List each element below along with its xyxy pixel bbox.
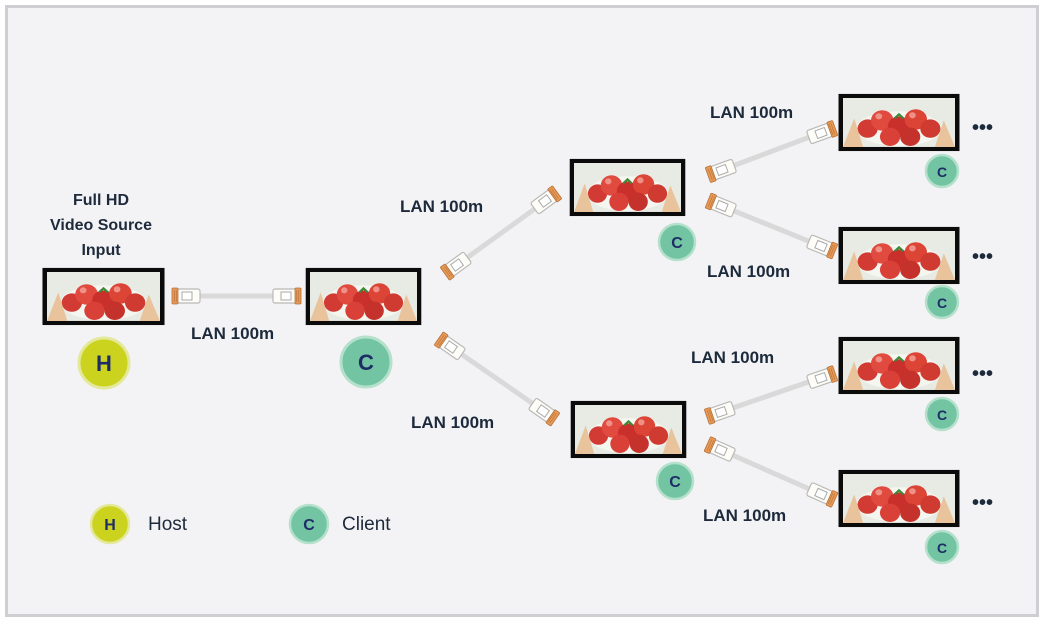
lan-label: LAN 100m bbox=[691, 348, 775, 367]
continuation-dots: ••• bbox=[972, 492, 993, 514]
legend-client-badge: C bbox=[288, 503, 330, 545]
video-display-client bbox=[570, 159, 686, 216]
continuation-dots: ••• bbox=[972, 246, 993, 268]
continuation-dots: ••• bbox=[972, 363, 993, 385]
legend-host-badge: H bbox=[89, 503, 131, 545]
source-caption-line: Full HD bbox=[73, 192, 129, 209]
video-display-host bbox=[42, 268, 164, 325]
lan-cable bbox=[433, 331, 561, 427]
source-caption-line: Input bbox=[81, 242, 121, 259]
client-badge: C bbox=[339, 335, 393, 389]
video-display-client bbox=[839, 94, 960, 151]
lan-label: LAN 100m bbox=[707, 262, 791, 281]
legend-client-letter: C bbox=[303, 517, 315, 534]
client-badge-letter: C bbox=[937, 407, 947, 423]
lan-label: LAN 100m bbox=[703, 506, 787, 525]
lan-label: LAN 100m bbox=[400, 197, 484, 216]
video-display-client bbox=[306, 268, 422, 325]
client-badge-letter: C bbox=[937, 164, 947, 180]
legend-host-text: Host bbox=[148, 514, 188, 535]
source-caption-line: Video Source bbox=[50, 217, 152, 234]
client-badge: C bbox=[655, 461, 695, 501]
source-caption: Full HD Video Source Input bbox=[36, 188, 166, 263]
client-badge: C bbox=[657, 222, 697, 262]
video-display-client bbox=[839, 470, 960, 527]
lan-label: LAN 100m bbox=[411, 413, 495, 432]
lan-cable bbox=[703, 435, 839, 509]
client-badge-letter: C bbox=[671, 235, 683, 252]
video-display-client bbox=[839, 227, 960, 284]
host-badge: H bbox=[77, 336, 131, 390]
lan-cable bbox=[704, 192, 839, 260]
continuation-dots: ••• bbox=[972, 117, 993, 139]
lan-cable bbox=[439, 185, 563, 281]
client-badge-letter: C bbox=[669, 474, 681, 491]
lan-cable bbox=[704, 119, 839, 184]
client-badge-letter: C bbox=[937, 540, 947, 556]
client-badge: C bbox=[924, 153, 960, 189]
client-badge-letter: C bbox=[937, 295, 947, 311]
client-badge: C bbox=[924, 396, 960, 432]
lan-label: LAN 100m bbox=[191, 324, 275, 343]
video-display-client bbox=[571, 401, 687, 458]
client-badge: C bbox=[924, 529, 960, 565]
video-display-client bbox=[839, 337, 960, 394]
host-badge-letter: H bbox=[96, 351, 112, 376]
lan-cable bbox=[703, 364, 839, 426]
lan-label: LAN 100m bbox=[710, 103, 794, 122]
legend-client-text: Client bbox=[342, 514, 391, 535]
lan-cable bbox=[171, 287, 302, 305]
legend-host-letter: H bbox=[104, 517, 116, 534]
client-badge: C bbox=[924, 284, 960, 320]
client-badge-letter: C bbox=[358, 350, 374, 375]
